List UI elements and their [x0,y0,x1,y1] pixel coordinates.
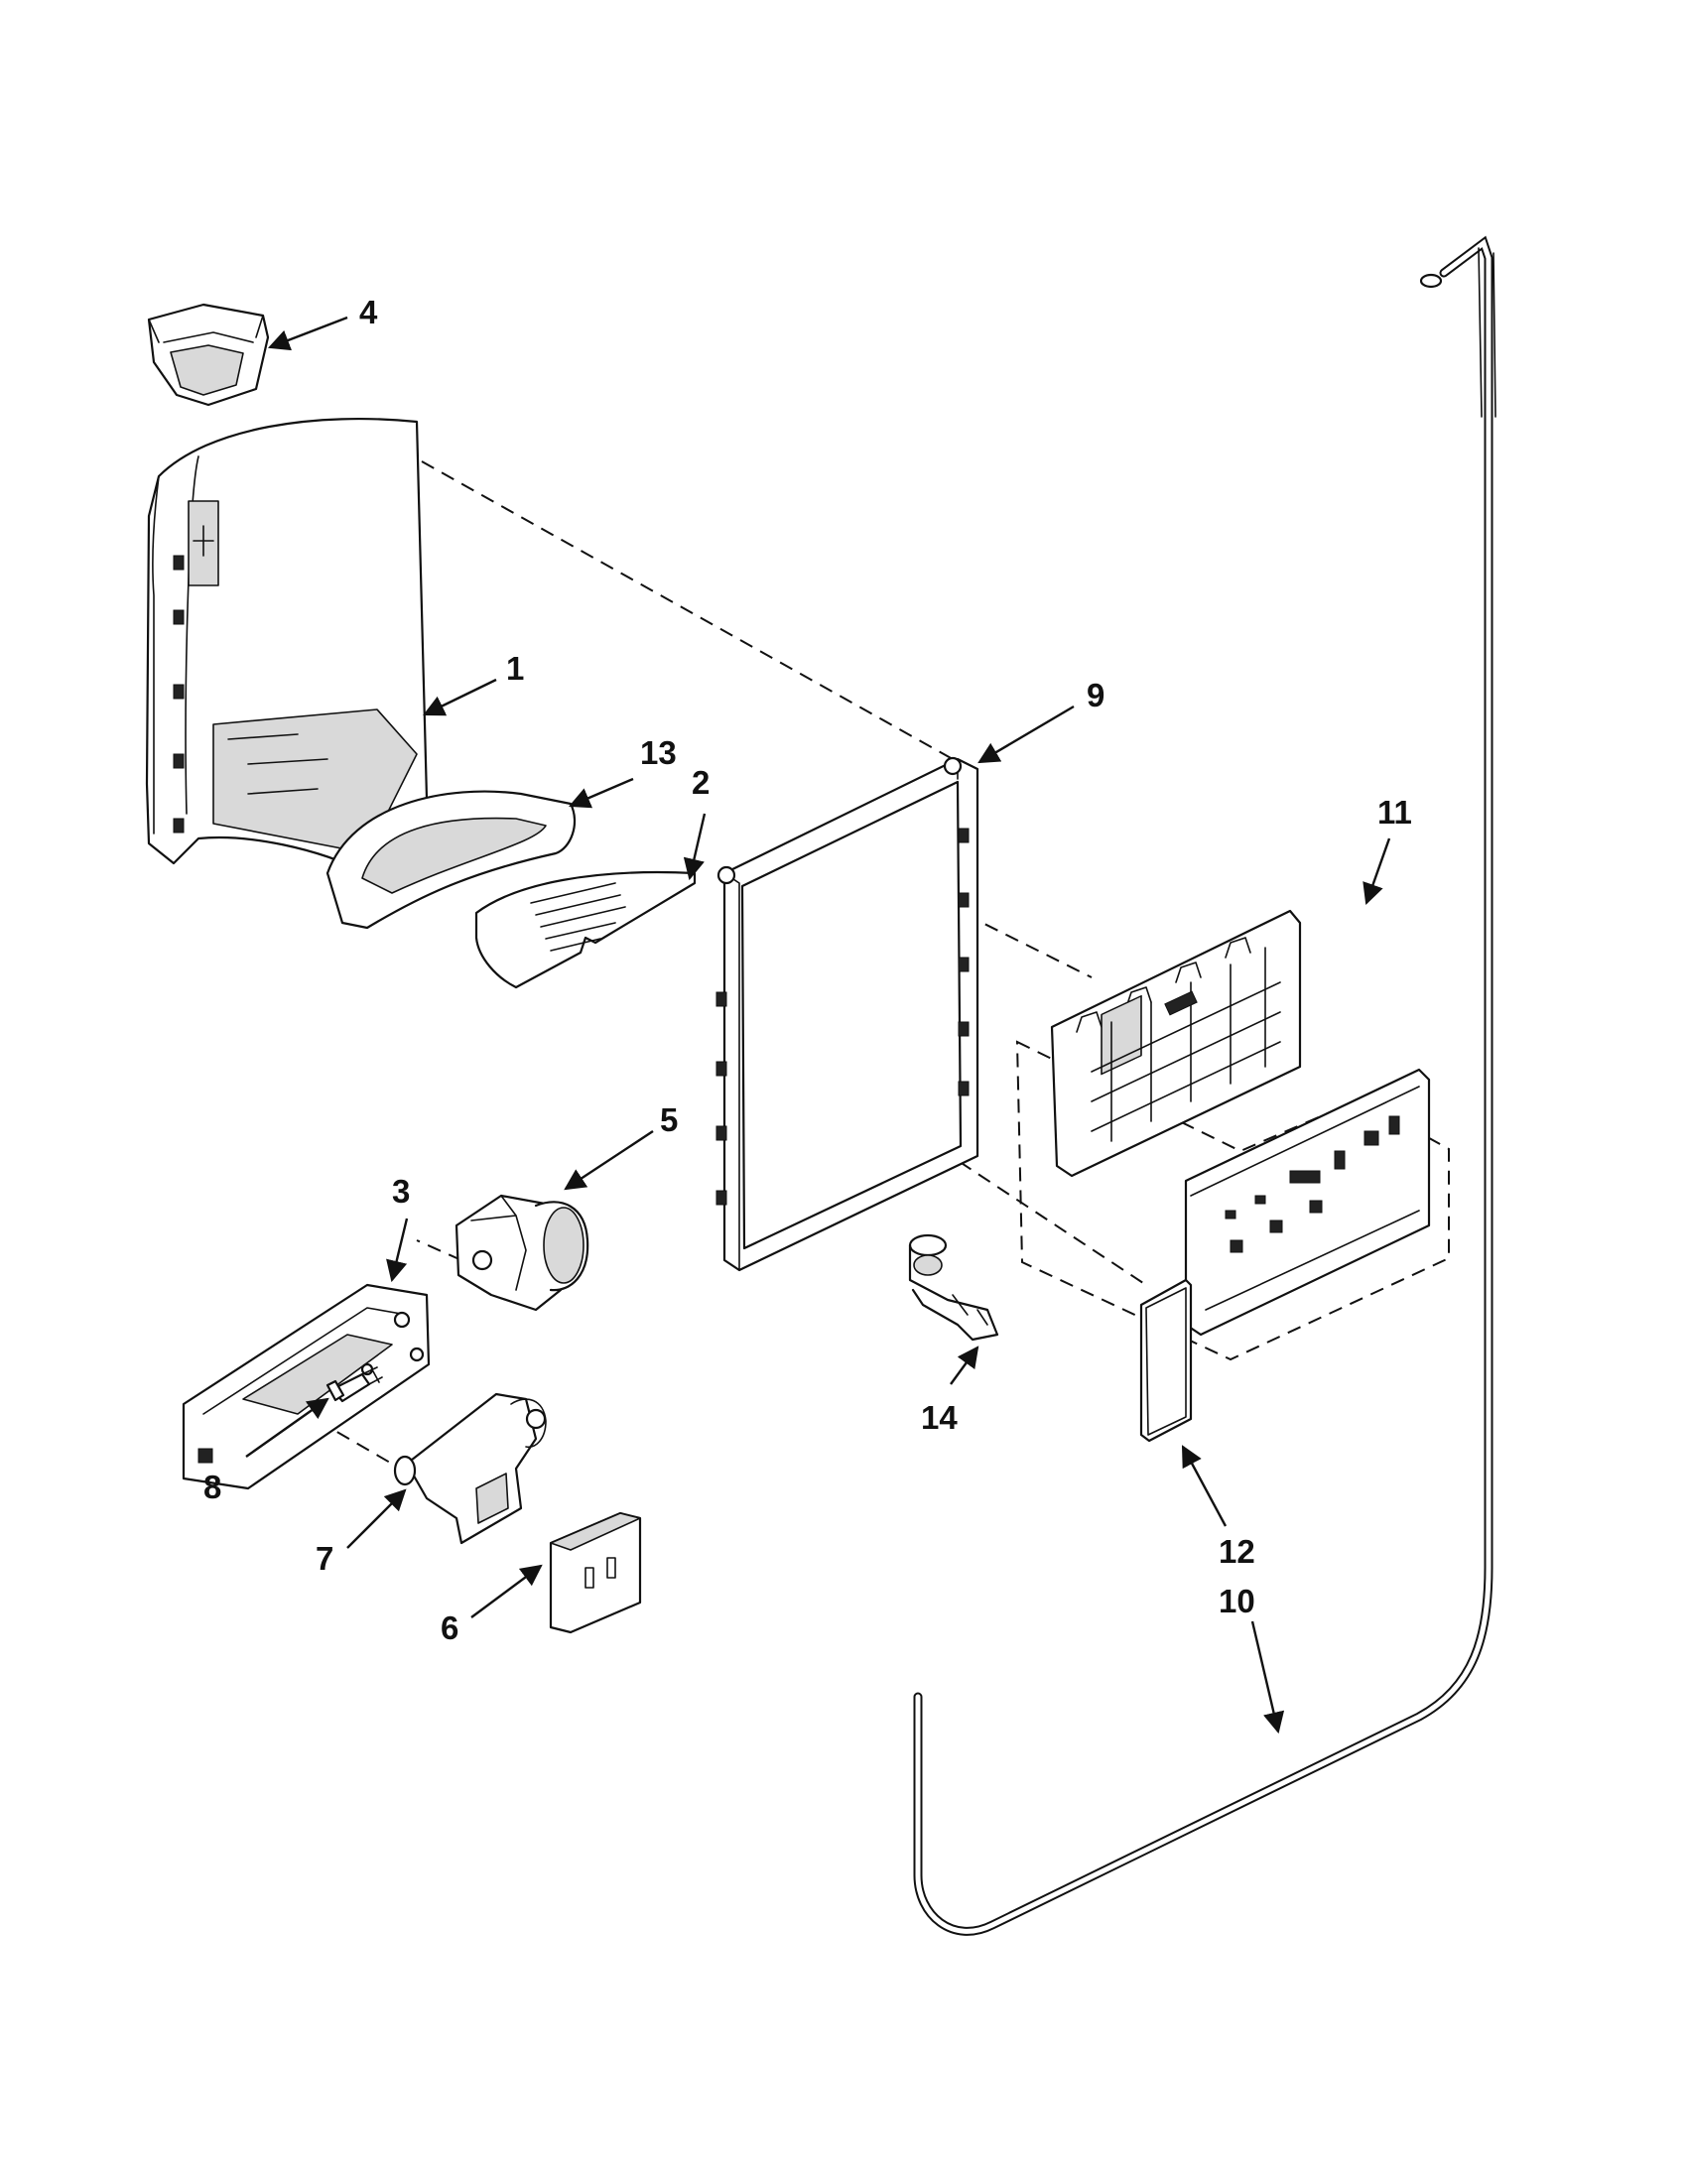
callout-2: 2 [692,764,710,801]
leader-14 [950,1346,979,1385]
part-13-chute-lip [325,790,576,930]
leader-4 [267,316,348,351]
part-8-screw [325,1366,383,1403]
leader-9 [977,705,1075,764]
part-4-funnel-cup [147,303,270,407]
leader-6 [470,1564,543,1618]
callout-9: 9 [1087,677,1104,713]
leader-10 [1250,1620,1285,1734]
callout-10: 10 [1219,1583,1255,1619]
leader-7 [346,1488,407,1549]
callout-7: 7 [316,1540,333,1577]
leader-11 [1363,837,1391,906]
leader-2 [683,813,707,881]
part-1-chute-housing [145,417,429,875]
part-6-switch-pad [549,1511,642,1634]
callout-5: 5 [660,1101,678,1138]
part-3-mounting-bracket [182,1283,431,1490]
part-10-water-tube [913,235,1496,1936]
part-2-vented-flap [474,870,697,989]
callout-4: 4 [359,294,378,330]
part-14-water-fitting [908,1233,999,1342]
callout-3: 3 [392,1173,410,1210]
part-7-actuator [393,1392,547,1545]
callout-12: 12 [1219,1533,1255,1570]
callout-14: 14 [921,1399,958,1436]
part-12-cap [1139,1278,1193,1443]
part-11-control-module [1050,909,1431,1337]
leader-5 [564,1129,654,1191]
part-5-motor [454,1194,589,1312]
callout-6: 6 [441,1609,458,1646]
callout-1: 1 [506,650,524,687]
callout-labels: 4 1 13 2 9 11 5 3 8 7 6 14 12 10 [203,294,1412,1646]
leader-12 [1181,1445,1228,1527]
callout-13: 13 [640,734,677,771]
part-9-dispenser-frame [715,756,979,1272]
callout-8: 8 [203,1469,221,1505]
leader-8 [245,1397,329,1458]
leader-3 [386,1218,409,1283]
leader-1 [423,678,497,716]
callout-leaders [245,316,1391,1734]
callout-11: 11 [1377,794,1412,831]
leader-13 [569,777,634,809]
